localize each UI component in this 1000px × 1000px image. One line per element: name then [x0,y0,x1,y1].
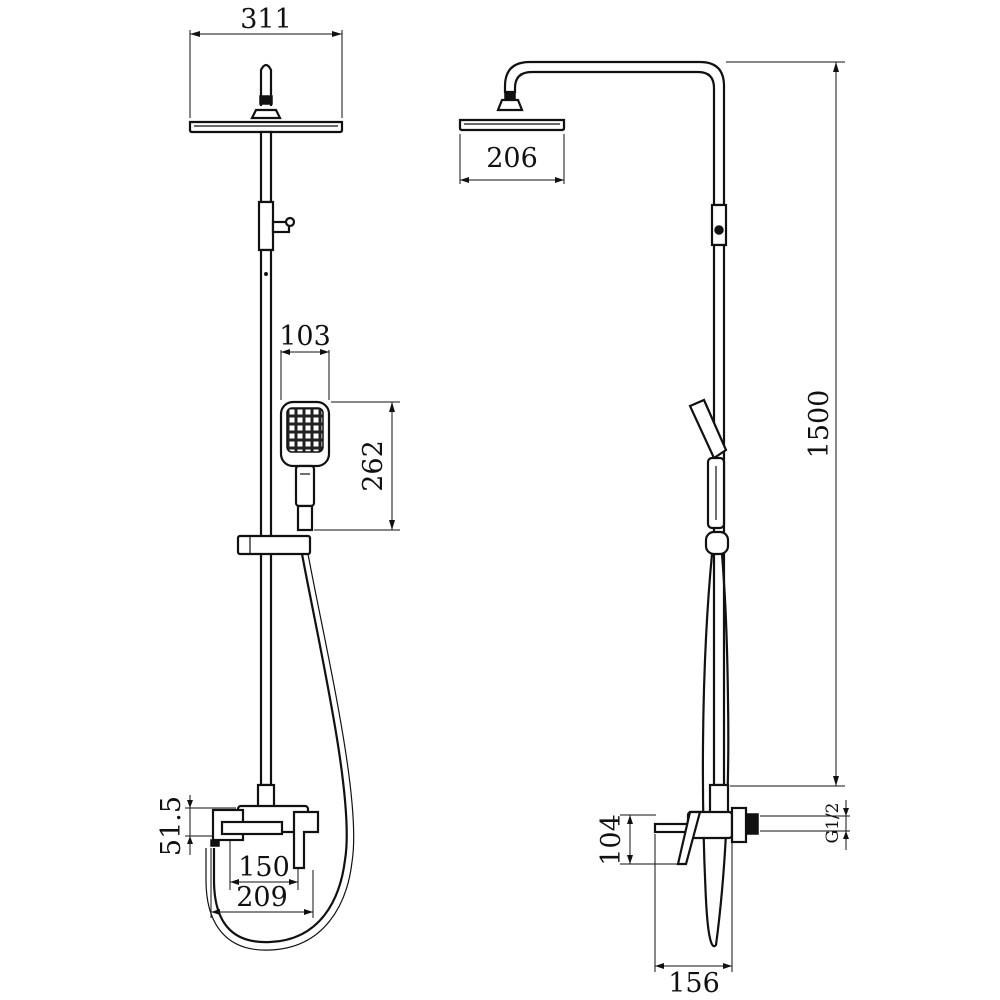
front-view [188,63,355,951]
dim-handshower-width: 103 [279,321,331,352]
side-clamp-knob [714,225,724,235]
side-inlet-nut [745,813,759,835]
dim-side-head-width: 206 [486,143,538,174]
side-hose [701,553,730,948]
dim-spout-projection: 156 [668,968,720,999]
side-slide-bracket [704,530,730,556]
side-arm-nut [504,91,516,101]
side-rain-head [458,118,566,132]
front-hose-nut [210,839,220,847]
front-riser-mark [264,272,268,276]
dim-handshower-height: 262 [358,440,389,492]
side-mixer-connector [708,783,730,817]
side-view [458,60,759,948]
front-clamp-knob [284,216,296,228]
front-hose-inner [205,553,355,951]
side-mixer-lever [676,810,702,866]
side-riser-joint [710,203,728,247]
side-overhead-arm [503,60,726,207]
front-mixer-lever [292,810,320,870]
front-arm-hook [259,63,273,106]
front-lower-riser [259,248,273,787]
front-handle-end [296,504,314,532]
dim-spout-height: 104 [596,814,627,866]
side-mixer-inlet [730,806,748,844]
front-riser-joint [257,200,275,252]
front-hose-outer [212,553,348,944]
dim-front-head-width: 311 [240,4,292,35]
front-rain-head [188,120,344,134]
front-head-connector [250,108,282,120]
front-handshower-nozzles [286,407,324,453]
front-mixer-spout [220,820,284,836]
dim-mixer-outer-width: 209 [236,882,288,913]
side-handshower-head [688,398,728,460]
dim-total-height: 1500 [804,390,835,459]
front-handshower-handle [294,464,316,508]
front-arm-nut [259,95,273,105]
front-slide-bracket [236,534,312,556]
front-dimensions: 311 103 262 51.5 150 209 [156,4,400,918]
dim-thread: G1/2 [823,803,843,844]
side-head-connector [496,98,524,112]
dim-mixer-inner-width: 150 [238,852,290,883]
side-dimensions: 206 1500 G1/2 104 156 [459,61,850,999]
front-upper-riser [259,130,273,204]
dim-mixer-height: 51.5 [156,796,187,856]
